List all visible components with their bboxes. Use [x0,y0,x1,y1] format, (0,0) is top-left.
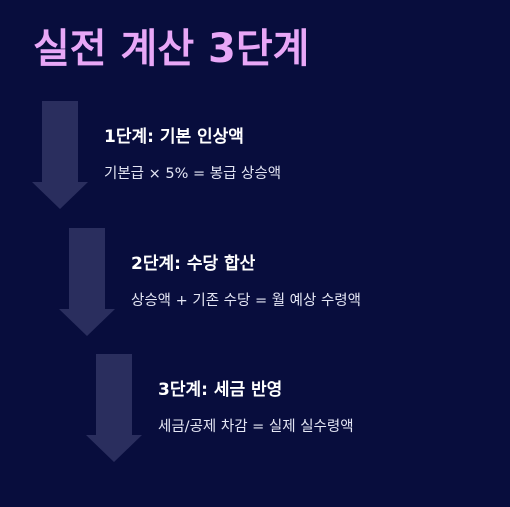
step-1-title: 1단계: 기본 인상액 [104,127,244,147]
step-1-description: 기본급 × 5% = 봉급 상승액 [104,166,282,182]
step-2-description: 상승액 + 기존 수당 = 월 예상 수령액 [131,293,361,309]
down-arrow-icon [59,228,115,336]
down-arrow-icon [32,101,88,209]
page-title: 실전 계산 3단계 [33,26,310,72]
down-arrow-icon [86,354,142,462]
step-2-title: 2단계: 수당 합산 [131,254,256,274]
step-3-description: 세금/공제 차감 = 실제 실수령액 [158,419,354,435]
step-3-title: 3단계: 세금 반영 [158,380,283,400]
